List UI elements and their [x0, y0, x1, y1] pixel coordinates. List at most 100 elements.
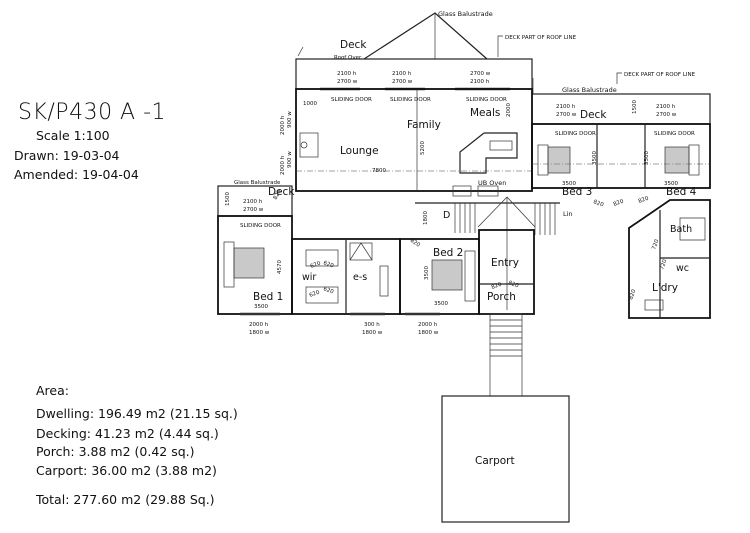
opening-size: 2700 w: [470, 71, 491, 77]
scale-label: Scale 1:100: [36, 128, 110, 143]
deck-top: [295, 58, 533, 90]
room-deck-top: Deck: [340, 39, 367, 51]
glass-balustrade-top: Glass Balustrade: [438, 10, 493, 18]
door-620: 620: [310, 260, 322, 269]
opening-size: 2000 h: [280, 155, 286, 175]
dishwasher-label: D: [443, 210, 450, 221]
dim-1500a: 1500: [632, 100, 638, 114]
door-820: 820: [409, 238, 421, 249]
sliding-door-3: SLIDING DOOR: [466, 97, 507, 103]
kitchen-island: [459, 132, 518, 174]
door-620: 620: [322, 260, 334, 269]
glass-balustrade-right: Glass Balustrade: [562, 86, 617, 94]
opening-size: 1800 w: [362, 330, 383, 336]
dim-1500b: 1500: [225, 192, 231, 206]
opening-size: 1800 w: [418, 330, 439, 336]
room-bed4: Bed 4: [666, 186, 697, 198]
opening-size: 2100 h: [470, 79, 490, 85]
door-820: 820: [613, 198, 625, 207]
deck-roof-line-2: DECK PART OF ROOF LINE: [624, 72, 696, 78]
opening-size: 900 w: [287, 111, 293, 128]
glass-balustrade-left: Glass Balustrade: [234, 180, 281, 186]
area-total: Total: 277.60 m2 (29.88 Sq.): [36, 492, 215, 507]
dim-bed3-w: 3500: [562, 181, 576, 187]
sliding-door-1: SLIDING DOOR: [331, 97, 372, 103]
opening-size: 2700 w: [656, 112, 677, 118]
door-720: 720: [659, 258, 668, 270]
deck-roof-line-1: DECK PART OF ROOF LINE: [505, 35, 577, 41]
dim-4570: 4570: [277, 260, 283, 274]
room-lounge: Lounge: [340, 145, 379, 157]
opening-size: 2100 h: [656, 104, 676, 110]
area-value: 277.60 m2 (29.88 Sq.): [73, 492, 215, 507]
sliding-door-6: SLIDING DOOR: [240, 223, 281, 229]
area-item-dwelling: Dwelling: 196.49 m2 (21.15 sq.): [36, 406, 238, 421]
amended-date: Amended: 19-04-04: [14, 167, 139, 182]
door-620: 620: [322, 286, 334, 295]
area-label: Decking:: [36, 426, 91, 441]
area-label: Carport:: [36, 463, 88, 478]
area-label: Porch:: [36, 444, 75, 459]
dim-bed1: 3500: [254, 304, 268, 310]
room-bed1: Bed 1: [253, 291, 283, 303]
area-value: 3.88 m2 (0.42 sq.): [78, 444, 195, 459]
room-entry: Entry: [491, 257, 519, 269]
area-label: Total:: [36, 492, 70, 507]
dim-bed4-w: 3500: [664, 181, 678, 187]
room-porch: Porch: [487, 291, 516, 303]
roof-outline: [297, 12, 488, 60]
bedroom-wing-right: [531, 123, 711, 189]
opening-size: 900 w: [287, 151, 293, 168]
carport: [441, 395, 570, 523]
dim-bed2-h: 3500: [424, 266, 430, 280]
opening-size: 2100 h: [243, 199, 263, 205]
dim-7800: 7800: [372, 168, 386, 174]
room-bed2: Bed 2: [433, 247, 463, 259]
dim-2000: 2000: [506, 103, 512, 117]
dim-bed3-h: 3500: [592, 151, 598, 165]
room-carport: Carport: [475, 455, 515, 467]
dim-bed2-w: 3500: [434, 301, 448, 307]
door-820: 820: [628, 288, 637, 300]
area-value: 196.49 m2 (21.15 sq.): [98, 406, 238, 421]
sliding-door-5: SLIDING DOOR: [654, 131, 695, 137]
room-wir: wir: [302, 272, 316, 283]
area-value: 36.00 m2 (3.88 m2): [91, 463, 217, 478]
room-bath: Bath: [670, 224, 692, 235]
dim-bed4-h: 3500: [644, 151, 650, 165]
sliding-door-2: SLIDING DOOR: [390, 97, 431, 103]
area-item-decking: Decking: 41.23 m2 (4.44 sq.): [36, 426, 219, 441]
drawing-number: SK/P430 A -1: [18, 100, 167, 125]
living-block: [295, 88, 533, 192]
room-deck-left: Deck: [268, 186, 295, 198]
drawn-date: Drawn: 19-03-04: [14, 148, 120, 163]
door-820: 820: [491, 281, 503, 290]
opening-size: 2100 h: [392, 71, 412, 77]
room-meals: Meals: [470, 107, 500, 119]
room-deck-right: Deck: [580, 109, 607, 121]
stairs-central: [415, 196, 560, 310]
room-ensuite: e-s: [353, 272, 367, 283]
area-item-porch: Porch: 3.88 m2 (0.42 sq.): [36, 444, 195, 459]
opening-size: 2100 h: [337, 71, 357, 77]
door-620: 620: [309, 289, 321, 298]
door-820: 820: [638, 195, 650, 204]
fireplace: [299, 132, 319, 158]
service-wing: [628, 199, 711, 319]
roof-over-label: Roof Over: [334, 55, 362, 61]
door-720: 720: [651, 238, 660, 250]
area-label: Dwelling:: [36, 406, 95, 421]
door-820: 820: [507, 280, 519, 289]
dim-1000: 1000: [303, 101, 317, 107]
area-item-carport: Carport: 36.00 m2 (3.88 m2): [36, 463, 217, 478]
dim-5200: 5200: [420, 141, 426, 155]
room-bed3: Bed 3: [562, 186, 592, 198]
opening-size: 2100 h: [556, 104, 576, 110]
area-value: 41.23 m2 (4.44 sq.): [94, 426, 219, 441]
room-wc: wc: [676, 263, 689, 274]
opening-size: 2700 w: [556, 112, 577, 118]
dim-1800: 1800: [423, 211, 429, 225]
opening-size: 2700 w: [337, 79, 358, 85]
room-laundry: L'dry: [652, 282, 678, 294]
